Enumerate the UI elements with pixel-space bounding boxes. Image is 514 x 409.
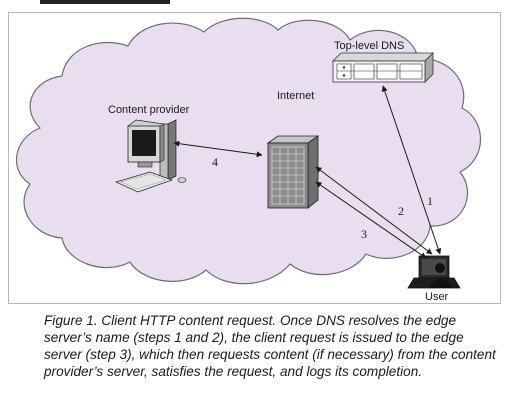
figure-caption: Figure 1. Client HTTP content request. O… — [44, 313, 496, 379]
content-provider-label: Content provider — [108, 104, 190, 116]
step-3-label: 3 — [361, 227, 367, 241]
dns-label: Top-level DNS — [334, 40, 404, 52]
cropped-heading — [40, 0, 170, 4]
edge-server-rack-icon — [266, 135, 320, 209]
step-1-label: 1 — [427, 194, 433, 208]
arrow-step-3 — [315, 181, 427, 259]
step-4-label: 4 — [212, 155, 218, 169]
user-laptop-icon — [407, 255, 461, 289]
step-2-label: 2 — [398, 204, 404, 218]
figure-frame — [8, 12, 501, 304]
internet-label: Internet — [277, 90, 314, 102]
content-provider-computer-icon — [114, 119, 187, 193]
arrow-step-4 — [173, 140, 263, 158]
user-label: User — [425, 291, 449, 303]
dns-server-icon — [332, 52, 434, 83]
